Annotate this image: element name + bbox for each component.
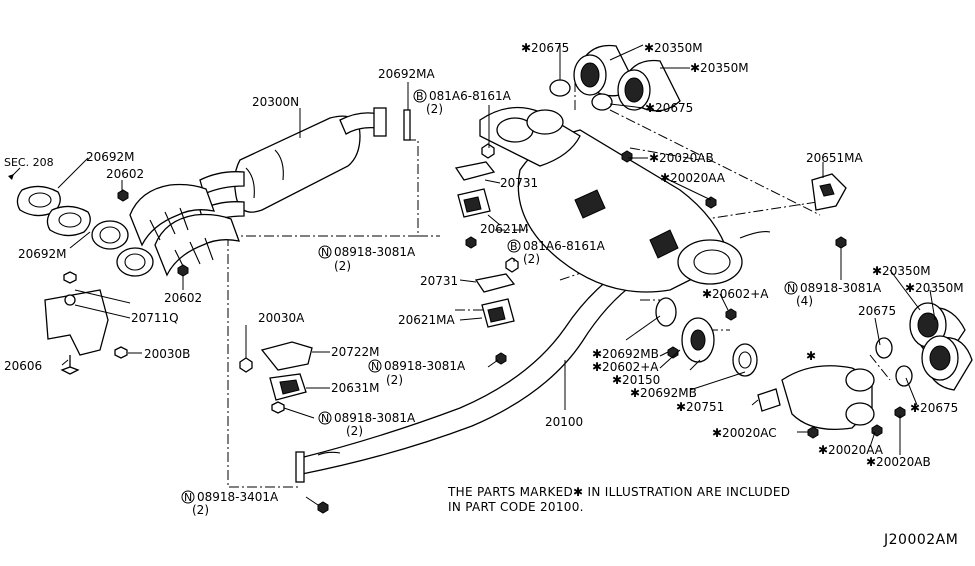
label-20675-top: ✱20675 [521, 41, 569, 55]
label-20675-right-2: ✱20675 [910, 401, 958, 415]
label-20692mb-right: ✱20692MB [630, 386, 697, 400]
bolts-081a6 [481, 143, 519, 273]
label-20751: ✱20751 [676, 400, 724, 414]
label-20020aa-bottom: ✱20020AA [818, 443, 884, 457]
label-20621ma: 20621MA [398, 313, 456, 327]
label-20692m-bottom: 20692M [18, 247, 67, 261]
label-star-marker: ✱ [806, 349, 816, 363]
valve-20150 [655, 297, 758, 377]
circle-n-icon [784, 281, 798, 295]
bolt-markers [317, 150, 906, 514]
label-08918-3081a-upper: 08918-3081A [334, 245, 416, 259]
label-20651ma: 20651MA [806, 151, 864, 165]
label-20692ma: 20692MA [378, 67, 436, 81]
label-20350m-right-2: ✱20350M [905, 281, 964, 295]
label-20030b: 20030B [144, 347, 190, 361]
label-sec-208: SEC. 208 [4, 156, 54, 169]
labels: SEC. 208 20692M 20602 20692M 20602 20300… [4, 41, 964, 548]
hanger-20651ma [811, 173, 847, 211]
circle-n-icon [181, 490, 195, 504]
label-20606: 20606 [4, 359, 42, 373]
label-081a6-8161a-mid-qty: (2) [523, 252, 540, 266]
label-081a6-8161a-top: 081A6-8161A [429, 89, 512, 103]
label-20100: 20100 [545, 415, 583, 429]
label-20030a: 20030A [258, 311, 305, 325]
insulator-20631m [269, 373, 307, 414]
circle-n-icon [318, 411, 332, 425]
label-08918-3081a-right: 08918-3081A [800, 281, 882, 295]
circle-n-icon [318, 245, 332, 259]
rear-tail-pipe [781, 365, 875, 431]
note-line-1: THE PARTS MARKED✱ IN ILLUSTRATION ARE IN… [447, 485, 790, 499]
label-08918-3081a-center-qty: (2) [386, 373, 403, 387]
circle-b-icon [507, 239, 521, 253]
label-081a6-8161a-top-qty: (2) [426, 102, 443, 116]
label-20722m: 20722M [331, 345, 380, 359]
label-08918-3081a-center: 08918-3081A [384, 359, 466, 373]
label-08918-3401a: 08918-3401A [197, 490, 279, 504]
circle-n-icon [368, 359, 382, 373]
label-20350m-top-2: ✱20350M [690, 61, 749, 75]
circle-b-icon [413, 89, 427, 103]
label-08918-3401a-qty: (2) [192, 503, 209, 517]
sec-arrow-icon [8, 174, 14, 180]
label-20692m-top: 20692M [86, 150, 135, 164]
label-20020ab-bottom: ✱20020AB [866, 455, 931, 469]
label-08918-3081a-mid-qty: (2) [346, 424, 363, 438]
main-muffler [479, 106, 771, 293]
label-20602-bottom: 20602 [164, 291, 202, 305]
label-20711q: 20711Q [131, 311, 179, 325]
label-20621m: 20621M [480, 222, 529, 236]
front-catalyst-assembly-20300n [91, 107, 387, 277]
label-20675-right: 20675 [858, 304, 896, 318]
label-20731-top: 20731 [500, 176, 538, 190]
bracket-20722m [239, 341, 313, 373]
label-20692mb-left: ✱20692MB [592, 347, 659, 361]
circ-n-b: N [321, 246, 329, 259]
bracket-20711q [44, 271, 128, 375]
note-line-2: IN PART CODE 20100. [448, 500, 584, 514]
label-08918-3081a-right-qty: (4) [796, 294, 813, 308]
circ-b-b: B [510, 240, 518, 253]
gasket-20692ma [403, 109, 411, 141]
label-08918-3081a-upper-qty: (2) [334, 259, 351, 273]
hanger-20731 [454, 161, 516, 293]
label-20602a-bottom: ✱20602+A [592, 360, 659, 374]
label-20602-top: 20602 [106, 167, 144, 181]
label-20631m: 20631M [331, 381, 380, 395]
circ-n-c: N [371, 360, 379, 373]
label-20350m-right-1: ✱20350M [872, 264, 931, 278]
bracket-20751 [757, 388, 781, 412]
label-20020ac: ✱20020AC [712, 426, 777, 440]
circ-n-e: N [787, 282, 795, 295]
tail-tips-lower-20350m [875, 302, 973, 391]
label-08918-3081a-mid: 08918-3081A [334, 411, 416, 425]
circ-n-d: N [184, 491, 192, 504]
nut-20602 [117, 189, 189, 277]
label-20675-top-2: ✱20675 [645, 101, 693, 115]
label-20350m-top-1: ✱20350M [644, 41, 703, 55]
label-20150: ✱20150 [612, 373, 660, 387]
insulator-20621m [457, 188, 491, 218]
label-20020ab-top: ✱20020AB [649, 151, 714, 165]
label-20731-mid: 20731 [420, 274, 458, 288]
circ-b-a: B [416, 90, 424, 103]
diagram-code: J20002AM [883, 532, 958, 548]
label-20602a-top: ✱20602+A [702, 287, 769, 301]
leader-lines [9, 44, 936, 506]
label-20300n: 20300N [252, 95, 299, 109]
circ-n-a: N [321, 412, 329, 425]
insulator-20621ma [481, 298, 515, 328]
tail-tips-upper-20350m [549, 44, 681, 112]
label-20020aa-top: ✱20020AA [660, 171, 726, 185]
label-081a6-8161a-mid: 081A6-8161A [523, 239, 606, 253]
front-gasket-20692m-2 [46, 205, 91, 237]
